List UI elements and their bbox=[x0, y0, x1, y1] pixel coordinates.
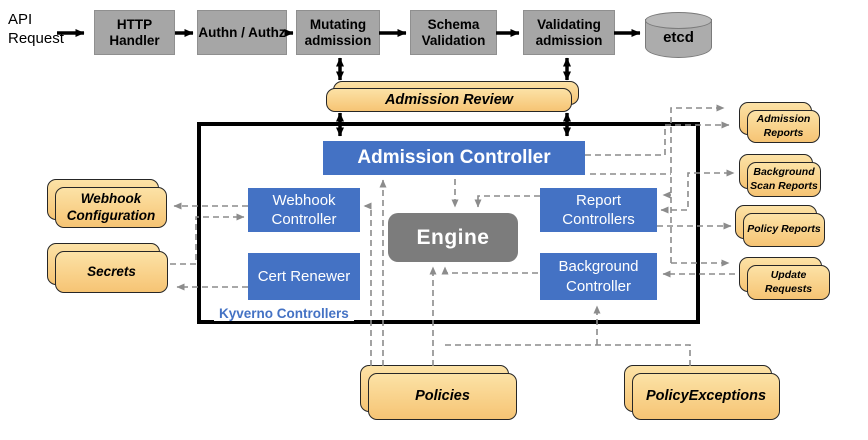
policy-reports-card: Policy Reports bbox=[735, 205, 825, 247]
stage-http-handler: HTTP Handler bbox=[94, 10, 175, 55]
admission-review-card: Admission Review bbox=[326, 81, 579, 112]
admission-controller-box: Admission Controller bbox=[323, 141, 585, 175]
webhook-configuration-label: Webhook Configuration bbox=[66, 190, 156, 223]
cert-renewer-box: Cert Renewer bbox=[248, 253, 360, 300]
update-requests-card: Update Requests bbox=[739, 257, 830, 300]
webhook-controller-box: Webhook Controller bbox=[248, 188, 360, 232]
policy-exceptions-card: PolicyExceptions bbox=[624, 365, 780, 420]
policies-card: Policies bbox=[360, 365, 517, 420]
etcd-cylinder-top bbox=[645, 12, 712, 29]
policy-reports-label: Policy Reports bbox=[747, 223, 821, 236]
etcd-cylinder-icon: etcd bbox=[645, 12, 712, 58]
stage-schema-validation: Schema Validation bbox=[410, 10, 497, 55]
admission-review-label: Admission Review bbox=[384, 91, 514, 108]
update-requests-label: Update Requests bbox=[764, 269, 813, 295]
report-controllers-box: Report Controllers bbox=[540, 188, 657, 232]
stage-authn-authz: Authn / Authz bbox=[197, 10, 287, 55]
secrets-card: Secrets bbox=[47, 243, 168, 293]
secrets-label: Secrets bbox=[87, 263, 136, 279]
admission-reports-card: Admission Reports bbox=[739, 102, 820, 143]
policy-exceptions-label: PolicyExceptions bbox=[645, 388, 767, 405]
background-scan-reports-label: Background Scan Reports bbox=[750, 166, 818, 192]
background-controller-box: Background Controller bbox=[540, 253, 657, 300]
api-request-label: API Request bbox=[8, 11, 64, 47]
stage-validating-admission: Validating admission bbox=[523, 10, 615, 55]
policies-label: Policies bbox=[415, 388, 470, 405]
background-scan-reports-card: Background Scan Reports bbox=[739, 154, 821, 197]
etcd-label: etcd bbox=[663, 29, 694, 46]
kyverno-frame-label: Kyverno Controllers bbox=[214, 306, 354, 321]
stage-mutating-admission: Mutating admission bbox=[296, 10, 380, 55]
webhook-configuration-card: Webhook Configuration bbox=[47, 179, 167, 228]
admission-reports-label: Admission Reports bbox=[756, 113, 811, 139]
engine-box: Engine bbox=[388, 213, 518, 262]
